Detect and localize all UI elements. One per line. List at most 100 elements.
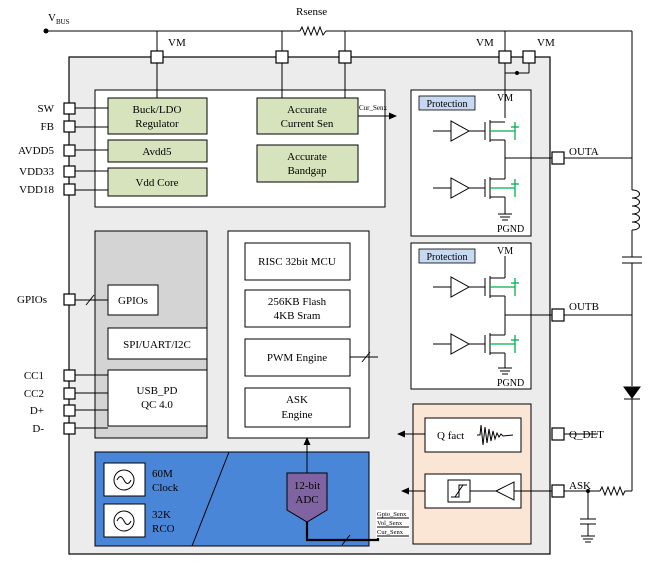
series-capacitor	[622, 256, 642, 264]
bridge-a-frame	[410, 89, 532, 237]
fet-a-low	[484, 175, 519, 214]
vm-pin-2	[275, 50, 289, 64]
pin-q-det	[551, 427, 565, 441]
pwm-engine-block	[244, 338, 351, 377]
svg-text:Buck/LDO: Buck/LDO	[133, 104, 182, 116]
avdd5-block	[107, 139, 208, 163]
vm-label-mid: VM	[476, 37, 494, 49]
pin-cc1-label: CC1	[24, 370, 44, 382]
fet-b-low	[484, 333, 519, 368]
svg-text:Accurate: Accurate	[287, 151, 327, 163]
pin-outa-label: OUTA	[569, 146, 599, 158]
vdd-core-block	[107, 167, 208, 197]
svg-text:Avdd5: Avdd5	[142, 146, 172, 158]
buck-ldo-regulator	[107, 97, 208, 135]
pin-fb-label: FB	[41, 121, 54, 133]
svg-text:Cur_Senx: Cur_Senx	[377, 529, 404, 536]
svg-text:Vol_Senx: Vol_Senx	[377, 520, 403, 527]
pin-q-det-label: Q_DET	[569, 429, 604, 441]
pin-outb-label: OUTB	[569, 301, 599, 313]
ask-engine-block	[244, 387, 351, 428]
pin-gpios-label: GPIOs	[17, 294, 47, 306]
pin-dp	[63, 404, 76, 417]
gpios-block	[107, 284, 159, 316]
pin-outb	[551, 308, 565, 322]
ground-a	[498, 213, 512, 221]
svg-text:Regulator: Regulator	[135, 118, 179, 130]
svg-text:Protection: Protection	[426, 99, 467, 110]
usb-pd-block	[107, 369, 208, 427]
svg-text:Accurate: Accurate	[287, 104, 327, 116]
external-ground	[581, 535, 595, 543]
clock-60m-osc	[103, 462, 146, 497]
vm-label-left: VM	[168, 37, 186, 49]
svg-text:Clock: Clock	[152, 482, 179, 494]
svg-text:PGND: PGND	[497, 378, 524, 389]
vm-pin-4	[498, 50, 512, 64]
svg-text:4KB Sram: 4KB Sram	[274, 310, 321, 322]
rsense-resistor	[299, 25, 327, 37]
pin-avdd5-label: AVDD5	[18, 145, 54, 157]
pin-cc1	[63, 369, 76, 382]
svg-text:SPI/UART/I2C: SPI/UART/I2C	[123, 339, 191, 351]
svg-text:USB_PD: USB_PD	[137, 385, 178, 397]
pin-vdd33	[63, 165, 76, 178]
accurate-bandgap	[256, 144, 359, 183]
svg-text:PWM Engine: PWM Engine	[267, 352, 327, 364]
svg-text:VM: VM	[497, 246, 513, 257]
svg-text:Current Sen: Current Sen	[281, 118, 334, 130]
svg-text:60M: 60M	[152, 468, 173, 480]
risc-mcu-block	[244, 242, 351, 281]
pin-vdd33-label: VDD33	[19, 166, 54, 178]
accurate-current-sense	[256, 97, 359, 135]
vm-label-right: VM	[537, 37, 555, 49]
adc-12bit	[286, 472, 328, 523]
pin-vdd18-label: VDD18	[19, 184, 54, 196]
vm-pin-1	[150, 50, 164, 64]
svg-text:Engine: Engine	[281, 409, 312, 421]
vm-pin-5	[522, 50, 536, 64]
cur-senx-label: Cur_Senx	[359, 104, 388, 112]
svg-text:PGND: PGND	[497, 224, 524, 235]
pin-ask	[551, 484, 565, 498]
svg-text:RCO: RCO	[152, 523, 175, 535]
protection-label-a	[418, 95, 476, 111]
svg-text:ADC: ADC	[295, 494, 318, 506]
vm-pin-3	[338, 50, 352, 64]
svg-text:32K: 32K	[152, 509, 171, 521]
memory-block	[244, 289, 351, 328]
q-fact-block	[424, 417, 522, 453]
bridge-b-frame	[410, 242, 532, 390]
svg-text:256KB Flash: 256KB Flash	[268, 296, 327, 308]
pin-fb	[63, 120, 76, 133]
vbus-rail: VBUS Rsense	[43, 6, 633, 160]
pin-cc2	[63, 387, 76, 400]
pin-cc2-label: CC2	[24, 388, 44, 400]
ground-b	[498, 367, 512, 375]
pin-sw	[63, 102, 76, 115]
pin-vdd18	[63, 183, 76, 196]
svg-text:ASK: ASK	[286, 394, 308, 406]
adc-input-labels	[376, 510, 410, 538]
protection-label-b	[418, 248, 476, 264]
filter-capacitor	[580, 518, 596, 536]
svg-text:RISC 32bit MCU: RISC 32bit MCU	[258, 256, 336, 268]
pin-outa	[551, 151, 565, 165]
ringing-waveform	[477, 424, 514, 446]
left-pins: SW FB AVDD5 VDD33 VDD18 GPIOs CC1 CC2 D+…	[17, 102, 76, 435]
coil-inductor	[631, 189, 640, 231]
vbus-label: VBUS	[48, 12, 70, 26]
pin-dm-label: D-	[32, 423, 44, 435]
pin-dm	[63, 422, 76, 435]
pin-ask-label: ASK	[569, 480, 591, 492]
rsense-label: Rsense	[296, 6, 327, 18]
pin-dp-label: D+	[30, 405, 44, 417]
pin-sw-label: SW	[38, 103, 55, 115]
svg-text:Protection: Protection	[426, 252, 467, 263]
svg-text:QC 4.0: QC 4.0	[141, 399, 173, 411]
pin-gpios	[63, 293, 76, 306]
ask-resistor	[599, 485, 632, 497]
svg-text:Q fact: Q fact	[437, 430, 464, 442]
svg-text:Bandgap: Bandgap	[287, 165, 327, 177]
